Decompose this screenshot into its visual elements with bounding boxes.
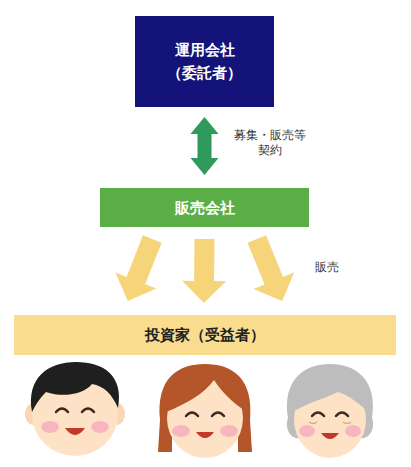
double-arrow: [191, 117, 219, 175]
edge-label: 募集・販売等 契約: [228, 128, 312, 158]
sale-arrow: [182, 239, 226, 303]
node-text: 運用会社 （委託者）: [150, 39, 260, 85]
node-text: 販売会社: [175, 198, 235, 218]
face-man: [25, 362, 125, 456]
sale-arrow: [248, 235, 295, 301]
node-text: 投資家（受益者）: [145, 325, 265, 345]
face-woman: [158, 364, 252, 458]
face-elder: [287, 364, 373, 458]
investor-band: 投資家（受益者）: [14, 315, 396, 355]
edge-label: 販売: [302, 260, 352, 275]
process-box: 販売会社: [100, 188, 309, 227]
sale-arrow: [115, 235, 161, 301]
company-box: 運用会社 （委託者）: [135, 16, 274, 107]
